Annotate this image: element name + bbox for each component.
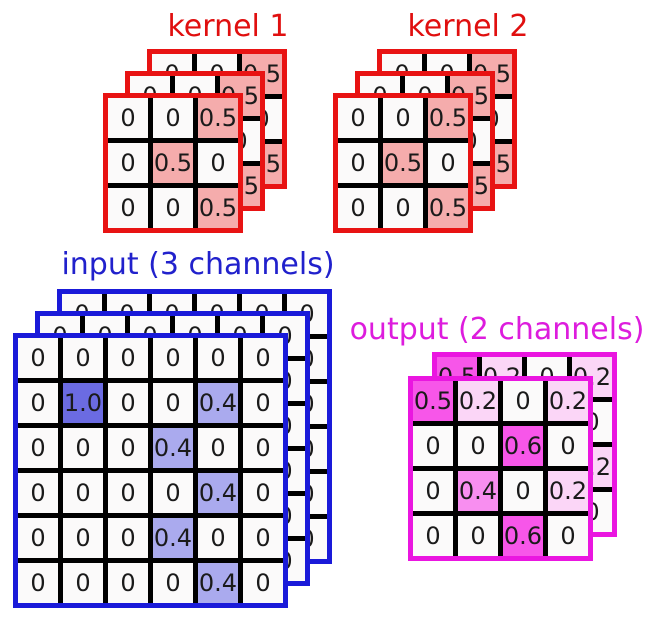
kernel2-cell: 0.5	[428, 188, 468, 228]
output-cell: 0	[458, 426, 498, 466]
input-cell: 0	[243, 518, 283, 558]
output-cell: 0.6	[503, 426, 543, 466]
output-cell: 0	[413, 471, 453, 511]
output-cell: 0.2	[548, 471, 588, 511]
kernel2-cell: 0	[338, 98, 378, 138]
input-cell: 0	[198, 338, 238, 378]
output-cell: 0	[503, 471, 543, 511]
kernel-1-title: kernel 1	[167, 9, 289, 44]
input-cell: 0.4	[198, 563, 238, 603]
kernel-2-title: kernel 2	[407, 9, 529, 44]
input-cell: 0	[63, 338, 103, 378]
input-cell: 0	[63, 473, 103, 513]
output-cell: 0	[548, 516, 588, 556]
input-cell: 0	[153, 338, 193, 378]
input-cell: 0	[18, 473, 58, 513]
input-cell: 0	[108, 473, 148, 513]
kernel2-cell: 0	[383, 98, 423, 138]
kernel1-cell: 0.5	[198, 98, 238, 138]
output-cell: 0.2	[458, 381, 498, 421]
kernel1-cell: 0	[153, 98, 193, 138]
input-cell: 0	[18, 563, 58, 603]
input-cell: 0.4	[198, 473, 238, 513]
output-cell: 0	[458, 516, 498, 556]
input-cell: 0	[108, 383, 148, 423]
kernel1-cell: 0.5	[153, 143, 193, 183]
input-title: input (3 channels)	[61, 247, 335, 282]
input-cell: 0.4	[198, 383, 238, 423]
input-cell: 0	[243, 428, 283, 468]
output-cell: 0	[503, 381, 543, 421]
input-cell: 0	[63, 428, 103, 468]
kernel1-cell: 0	[108, 188, 148, 228]
input-cell: 0	[18, 338, 58, 378]
kernel2-cell: 0	[338, 143, 378, 183]
output-cell: 0.6	[503, 516, 543, 556]
kernel2-cell: 0.5	[383, 143, 423, 183]
input-cell: 0	[243, 563, 283, 603]
kernel1-cell: 0	[108, 143, 148, 183]
output-cell: 0.4	[458, 471, 498, 511]
output-cell: 0.2	[548, 381, 588, 421]
input-cell: 0	[153, 383, 193, 423]
kernel2-cell: 0.5	[428, 98, 468, 138]
input-cell: 0	[18, 428, 58, 468]
input-cell: 0	[108, 338, 148, 378]
input-cell: 0	[198, 518, 238, 558]
input-cell: 0.4	[153, 518, 193, 558]
input-cell: 0	[108, 563, 148, 603]
input-cell: 0	[108, 518, 148, 558]
output-cell: 0	[548, 426, 588, 466]
input-cell: 0	[243, 338, 283, 378]
kernel2-cell: 0	[383, 188, 423, 228]
input-cell: 0.4	[153, 428, 193, 468]
kernel1-cell: 0.5	[198, 188, 238, 228]
input-cell: 0	[153, 563, 193, 603]
output-cell: 0	[413, 426, 453, 466]
input-cell: 0	[243, 473, 283, 513]
kernel1-cell: 0	[198, 143, 238, 183]
input-cell: 0	[18, 383, 58, 423]
kernel2-cell: 0	[338, 188, 378, 228]
input-cell: 0	[243, 383, 283, 423]
output-cell: 0.5	[413, 381, 453, 421]
input-cell: 1.0	[63, 383, 103, 423]
kernel1-cell: 0	[153, 188, 193, 228]
input-cell: 0	[63, 563, 103, 603]
kernel1-cell: 0	[108, 98, 148, 138]
input-cell: 0	[108, 428, 148, 468]
input-cell: 0	[198, 428, 238, 468]
input-cell: 0	[63, 518, 103, 558]
input-cell: 0	[18, 518, 58, 558]
input-cell: 0	[153, 473, 193, 513]
kernel2-cell: 0	[428, 143, 468, 183]
output-title: output (2 channels)	[349, 312, 645, 347]
output-cell: 0	[413, 516, 453, 556]
